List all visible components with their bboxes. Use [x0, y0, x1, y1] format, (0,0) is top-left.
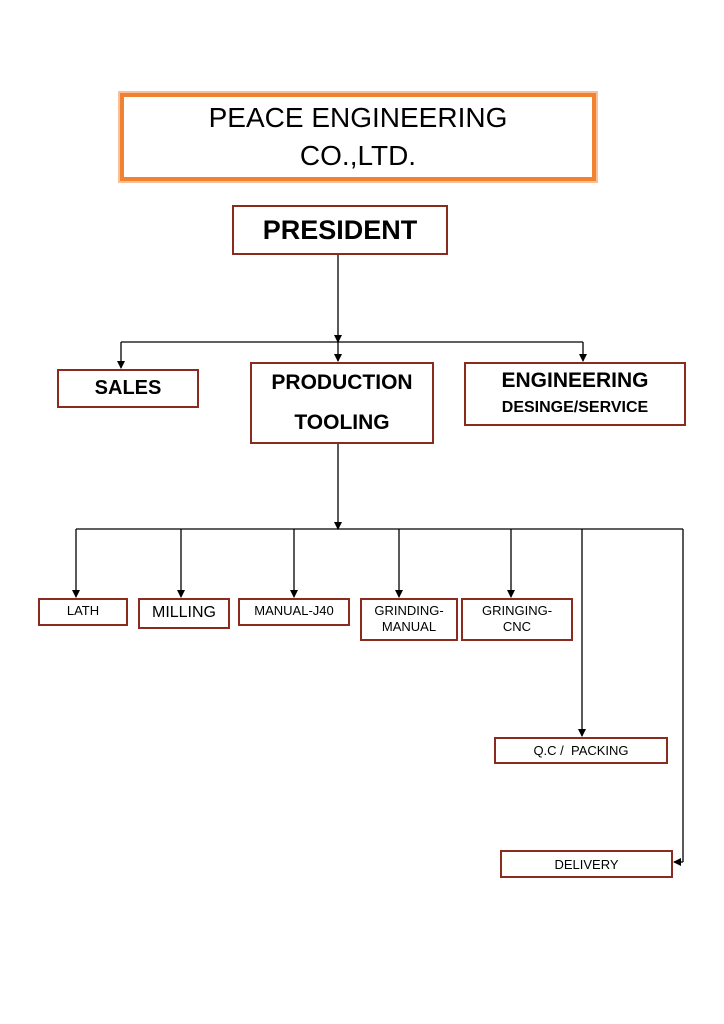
company-name-line2: CO.,LTD. — [299, 140, 417, 171]
grinding-manual-line1: GRINDING- — [374, 603, 444, 618]
sales-box: SALES — [57, 369, 199, 408]
gringing-cnc-box: GRINGING- CNC — [461, 598, 573, 641]
lath-label: LATH — [66, 603, 100, 618]
qc-packing-box: Q.C / PACKING — [494, 737, 668, 764]
president-box: PRESIDENT — [232, 205, 448, 255]
delivery-label: DELIVERY — [554, 856, 619, 872]
delivery-box: DELIVERY — [500, 850, 673, 878]
gringing-cnc-line1: GRINGING- — [481, 603, 553, 618]
production-label: PRODUCTION — [271, 371, 413, 394]
engineering-box: ENGINEERING DESINGE/SERVICE — [464, 362, 686, 426]
manual-j40-box: MANUAL-J40 — [238, 598, 350, 626]
design-service-label: DESINGE/SERVICE — [501, 399, 649, 416]
qc-packing-label: Q.C / PACKING — [533, 743, 629, 758]
gringing-cnc-line2: CNC — [502, 619, 532, 634]
company-title: PEACE ENGINEERING CO.,LTD. — [120, 93, 596, 181]
president-label: PRESIDENT — [262, 214, 418, 245]
engineering-label: ENGINEERING — [501, 369, 649, 392]
sales-label: SALES — [94, 377, 162, 399]
grinding-manual-box: GRINDING- MANUAL — [360, 598, 458, 641]
manual-j40-label: MANUAL-J40 — [254, 603, 334, 618]
tooling-label: TOOLING — [294, 411, 390, 434]
milling-box: MILLING — [138, 598, 230, 629]
company-name-line1: PEACE ENGINEERING — [208, 102, 508, 133]
grinding-manual-line2: MANUAL — [381, 619, 437, 634]
production-tooling-box: PRODUCTION TOOLING — [250, 362, 434, 444]
milling-label: MILLING — [151, 604, 216, 621]
lath-box: LATH — [38, 598, 128, 626]
